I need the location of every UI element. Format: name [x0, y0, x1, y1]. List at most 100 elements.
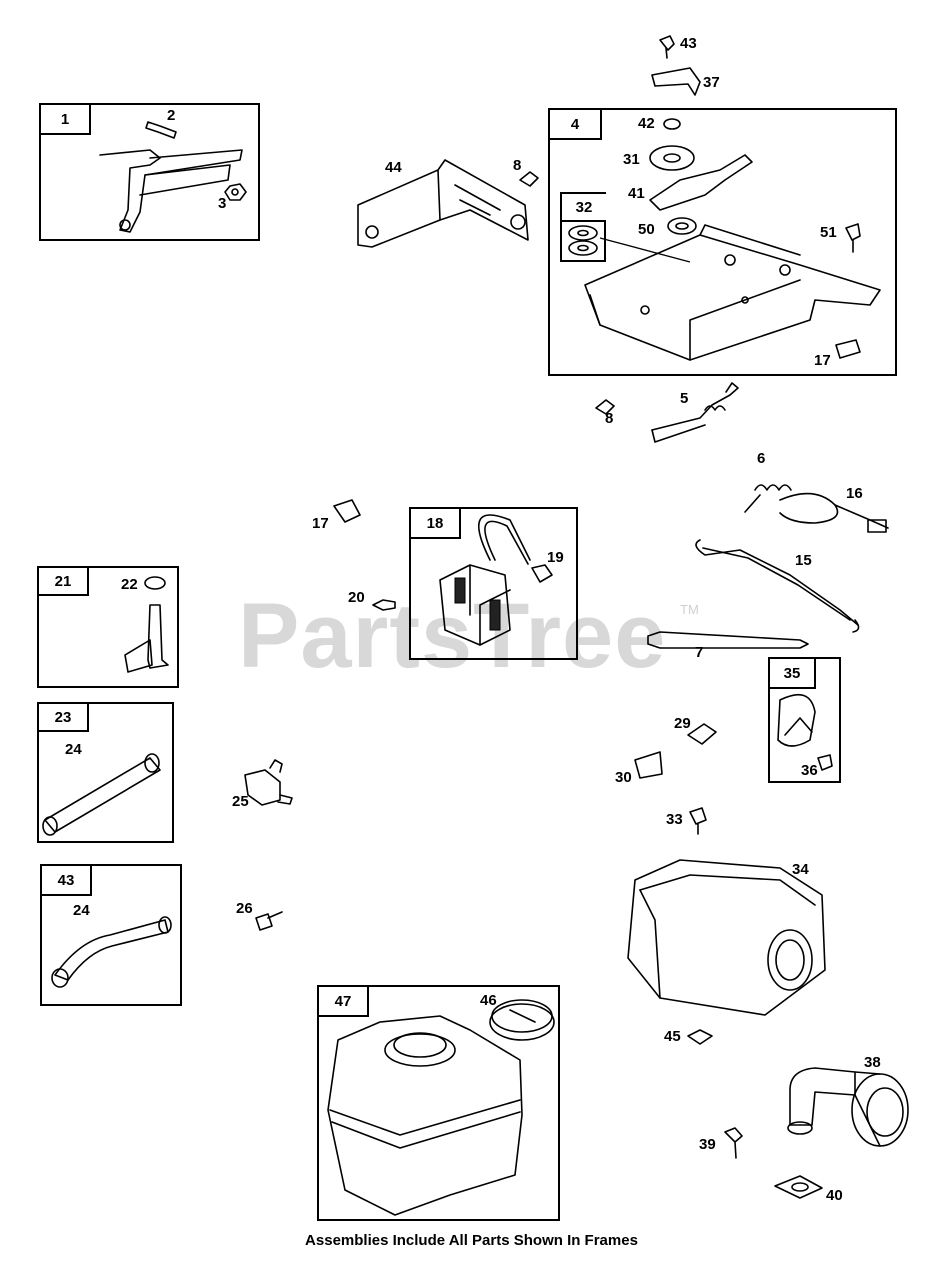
callout-26: 26 — [236, 900, 253, 917]
callout-36: 36 — [801, 762, 818, 779]
frame-1: 1 — [39, 103, 260, 241]
frame-43: 43 — [40, 864, 182, 1006]
part-nut-42[interactable] — [663, 118, 681, 130]
callout-34: 34 — [792, 861, 809, 878]
part-clip-17b[interactable] — [333, 499, 361, 523]
callout-31: 31 — [623, 151, 640, 168]
part-nut-3[interactable] — [224, 183, 247, 201]
part-pulley-31[interactable] — [649, 145, 695, 171]
part-screw-8b[interactable] — [595, 399, 615, 415]
frame-18: 18 — [409, 507, 578, 660]
part-clip-17a[interactable] — [835, 339, 861, 359]
callout-42: 42 — [638, 115, 655, 132]
callout-41: 41 — [628, 185, 645, 202]
part-screw-8a[interactable] — [519, 171, 539, 187]
part-plate-37[interactable] — [651, 67, 701, 96]
part-elbow-38[interactable] — [787, 1067, 909, 1147]
part-screw-33[interactable] — [689, 807, 707, 835]
callout-46: 46 — [480, 992, 497, 1009]
frame-4: 4 — [548, 108, 897, 376]
part-washer-50[interactable] — [667, 217, 697, 235]
part-ignition-coil-18[interactable] — [439, 514, 531, 646]
callout-24-frame43: 24 — [73, 902, 90, 919]
callout-6: 6 — [757, 450, 766, 467]
part-fuel-cap-46[interactable] — [489, 999, 555, 1041]
part-connector-19[interactable] — [531, 564, 553, 583]
callout-29: 29 — [674, 715, 691, 732]
part-screw-45[interactable] — [687, 1029, 713, 1045]
callout-8-mid: 8 — [605, 410, 614, 427]
frame-47: 47 — [317, 985, 560, 1221]
frame-18-tag: 18 — [411, 509, 461, 539]
diagram-caption: Assemblies Include All Parts Shown In Fr… — [305, 1232, 638, 1249]
callout-45: 45 — [664, 1028, 681, 1045]
part-screw-2[interactable] — [145, 121, 177, 139]
frame-35-tag: 35 — [770, 659, 816, 689]
part-spring-6[interactable] — [744, 484, 792, 513]
trademark-mark: TM — [680, 602, 699, 617]
frame-1-tag: 1 — [41, 105, 91, 135]
part-bracket-44[interactable] — [357, 159, 529, 248]
callout-51: 51 — [820, 224, 837, 241]
callout-16: 16 — [846, 485, 863, 502]
callout-8-top: 8 — [513, 157, 522, 174]
part-tie-7[interactable] — [647, 631, 809, 649]
part-screw-29[interactable] — [687, 723, 717, 745]
part-screw-43-top[interactable] — [659, 35, 675, 59]
callout-17-mid: 17 — [312, 515, 329, 532]
callout-50: 50 — [638, 221, 655, 238]
callout-43-top: 43 — [680, 35, 697, 52]
part-screw-39[interactable] — [724, 1127, 743, 1159]
callout-2: 2 — [167, 107, 176, 124]
part-clamp-22[interactable] — [144, 576, 166, 590]
frame-21-tag: 21 — [39, 568, 89, 596]
part-control-bracket[interactable] — [99, 149, 243, 233]
part-dipstick-tube-21[interactable] — [124, 604, 169, 673]
part-cover-35[interactable] — [777, 693, 816, 747]
frame-32: 32 — [560, 192, 606, 262]
callout-38: 38 — [864, 1054, 881, 1071]
frame-23-tag: 23 — [39, 704, 89, 732]
part-fuel-tank-47[interactable] — [327, 1015, 523, 1216]
callout-33: 33 — [666, 811, 683, 828]
frame-32-tag: 32 — [562, 194, 606, 222]
frame-35: 35 — [768, 657, 841, 783]
part-gasket-40[interactable] — [774, 1175, 823, 1199]
callout-19: 19 — [547, 549, 564, 566]
callout-24-frame23: 24 — [65, 741, 82, 758]
part-fuel-valve-25[interactable] — [244, 759, 293, 806]
part-lever-41[interactable] — [649, 154, 753, 211]
callout-17-frame4: 17 — [814, 352, 831, 369]
frame-23: 23 — [37, 702, 174, 843]
frame-4-tag: 4 — [550, 110, 602, 140]
callout-25: 25 — [232, 793, 249, 810]
frame-43-tag: 43 — [42, 866, 92, 896]
callout-7: 7 — [695, 644, 704, 661]
part-screw-51[interactable] — [845, 223, 861, 253]
part-spring-5[interactable] — [651, 382, 739, 443]
partstree-watermark: PartsTree — [238, 585, 667, 687]
part-wire-16[interactable] — [779, 492, 889, 533]
part-screw-36[interactable] — [817, 754, 833, 771]
callout-3: 3 — [218, 195, 227, 212]
callout-37: 37 — [703, 74, 720, 91]
part-bracket-30[interactable] — [634, 751, 663, 779]
callout-22: 22 — [121, 576, 138, 593]
frame-21: 21 — [37, 566, 179, 688]
callout-39: 39 — [699, 1136, 716, 1153]
part-fuel-line-23[interactable] — [42, 753, 161, 836]
part-washers-32[interactable] — [568, 225, 691, 263]
callout-5: 5 — [680, 390, 689, 407]
part-screw-26[interactable] — [255, 911, 283, 931]
part-air-cleaner-base-34[interactable] — [627, 859, 826, 1016]
frame-47-tag: 47 — [319, 987, 369, 1017]
callout-30: 30 — [615, 769, 632, 786]
callout-44: 44 — [385, 159, 402, 176]
part-fuel-line-43[interactable] — [51, 916, 172, 988]
callout-20: 20 — [348, 589, 365, 606]
part-main-bracket-4[interactable] — [584, 224, 881, 361]
part-screw-20[interactable] — [372, 599, 396, 611]
part-cable-15[interactable] — [695, 539, 860, 633]
